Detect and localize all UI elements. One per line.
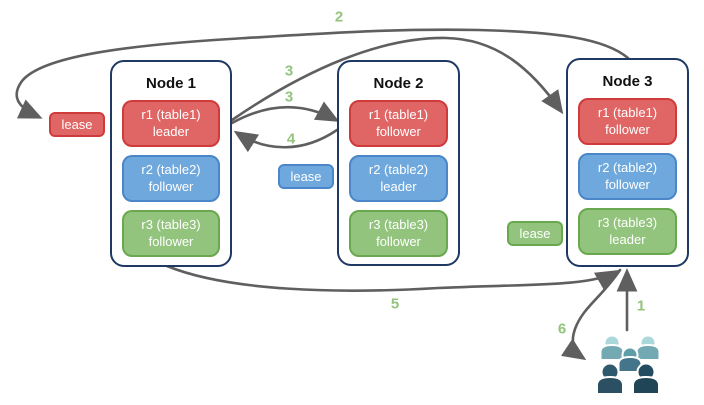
step-label-3a: 3 — [284, 62, 294, 80]
replica-label: r3 (table3) — [141, 216, 201, 232]
replica-role: follower — [376, 123, 421, 139]
arrow-step-3-to-node2 — [230, 101, 340, 125]
step-label-1: 1 — [636, 297, 646, 315]
node-3-replica-r2: r2 (table2) follower — [578, 153, 677, 200]
node-1: Node 1 r1 (table1) leader r2 (table2) fo… — [110, 60, 232, 267]
node-2-replica-r1: r1 (table1) follower — [349, 100, 448, 147]
replica-role: follower — [605, 121, 650, 137]
node-2-replica-r2: r2 (table2) leader — [349, 155, 448, 202]
node-3-replica-r3: r3 (table3) leader — [578, 208, 677, 255]
arrow-step-5 — [165, 264, 620, 292]
lease-badge-table3: lease — [507, 221, 563, 246]
replica-label: r1 (table1) — [141, 106, 201, 122]
node-2: Node 2 r1 (table1) follower r2 (table2) … — [337, 60, 460, 266]
replica-role: follower — [148, 178, 194, 194]
arrow-step-2 — [15, 28, 630, 119]
replica-role: leader — [380, 178, 417, 194]
replica-label: r1 (table1) — [368, 106, 429, 122]
node-3: Node 3 r1 (table1) follower r2 (table2) … — [566, 58, 689, 267]
replica-label: r2 (table2) — [368, 161, 429, 177]
step-label-2: 2 — [334, 8, 344, 26]
node-1-replica-r1: r1 (table1) leader — [122, 100, 220, 147]
replica-label: r2 (table2) — [597, 159, 658, 175]
node-1-title: Node 1 — [145, 75, 196, 92]
node-3-replica-r1: r1 (table1) follower — [578, 98, 677, 145]
replica-role: leader — [152, 123, 190, 139]
replica-label: r1 (table1) — [597, 104, 658, 120]
replica-role: follower — [376, 233, 421, 249]
lease-badge-table2: lease — [278, 164, 334, 189]
step-label-4: 4 — [286, 130, 296, 148]
step-label-6: 6 — [557, 320, 567, 338]
replica-label: r2 (table2) — [141, 161, 201, 177]
step-label-5: 5 — [390, 295, 400, 313]
replica-role: follower — [605, 176, 650, 192]
replica-role: follower — [148, 233, 194, 249]
node-3-title: Node 3 — [602, 73, 653, 90]
users-group-icon — [596, 334, 661, 395]
step-label-3b: 3 — [284, 88, 294, 106]
node-1-replica-r2: r2 (table2) follower — [122, 155, 220, 202]
replica-role: leader — [609, 231, 646, 247]
replica-label: r3 (table3) — [368, 216, 429, 232]
node-1-replica-r3: r3 (table3) follower — [122, 210, 220, 257]
node-2-title: Node 2 — [373, 75, 424, 92]
lease-badge-table1: lease — [49, 112, 105, 137]
node-2-replica-r3: r3 (table3) follower — [349, 210, 448, 257]
replica-label: r3 (table3) — [597, 214, 658, 230]
